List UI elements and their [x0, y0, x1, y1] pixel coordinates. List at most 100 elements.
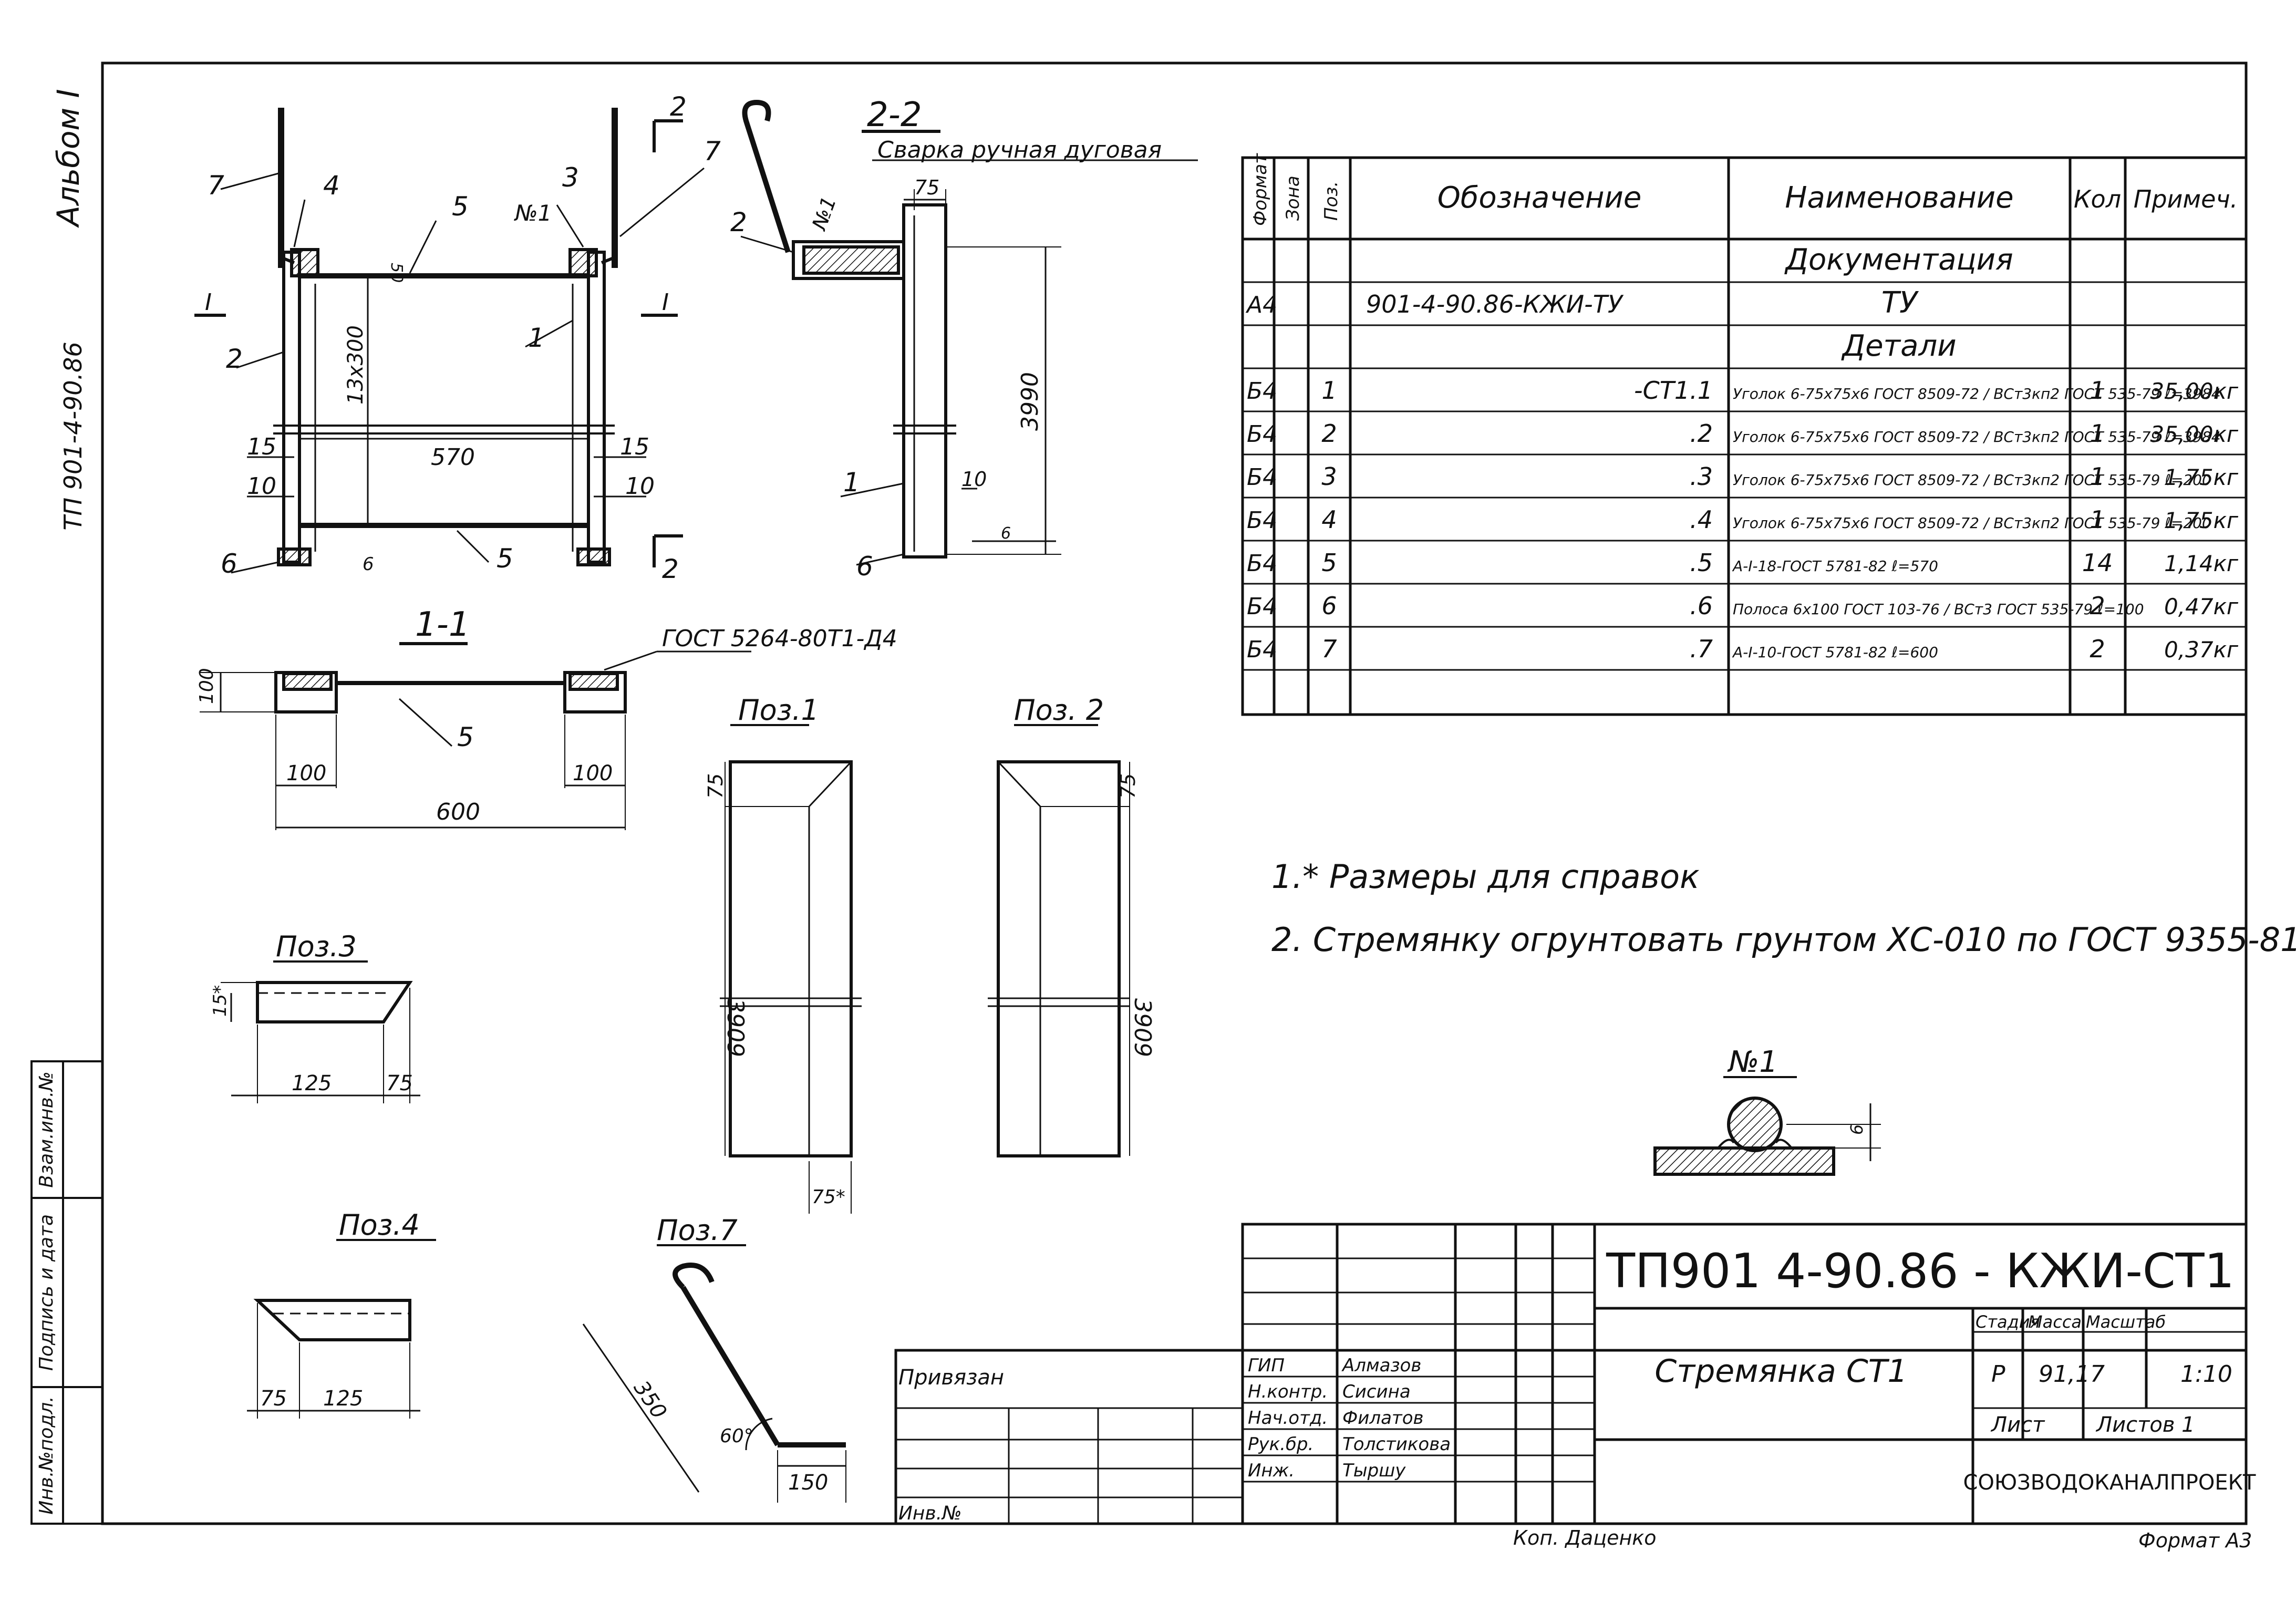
- spec-cell-name: Уголок 6-75х75х6 ГОСТ 8509-72 / ВСт3кп2 …: [1733, 514, 2211, 532]
- spec-cell-des: .3: [1690, 462, 1713, 491]
- side-stamp: [30, 1060, 104, 1525]
- title-scale: 1:10: [2180, 1361, 2232, 1388]
- note-1: 1.* Размеры для справок: [1271, 857, 1700, 896]
- spec-cell-note: 1,75кг: [2164, 508, 2239, 533]
- spec-cell-pos: 6: [1321, 592, 1337, 620]
- title-organization: СОЮЗВОДОКАНАЛПРОЕКТ: [1963, 1471, 2257, 1495]
- spec-cell-qty: 2: [2090, 635, 2105, 663]
- pos4-dim-75: 75: [260, 1387, 287, 1411]
- main-dim-15b: 15: [620, 433, 649, 460]
- spec-cell-qty: 1: [2090, 505, 2105, 534]
- section-2-2-label6: 6: [856, 551, 873, 582]
- role-title: Нач.отд.: [1248, 1408, 1328, 1429]
- spec-cell-name: Уголок 6-75х75х6 ГОСТ 8509-72 / ВСт3кп2 …: [1733, 471, 2211, 489]
- pos7-dim-60: 60°: [720, 1425, 753, 1447]
- section-1-1-dim-600: 600: [436, 799, 480, 825]
- weld-detail: [1653, 1076, 1881, 1176]
- side-stamp-inv: Инв.№подл.: [36, 1396, 57, 1514]
- pos2-dim-3909: 3909: [1129, 998, 1156, 1057]
- spec-cell-fmt: Б4: [1247, 464, 1277, 491]
- section-1-1-dim-h100: 100: [196, 668, 218, 704]
- spec-header-note: Примеч.: [2134, 185, 2238, 213]
- section-1-1-dim-right100: 100: [573, 761, 613, 785]
- spec-cell-fmt: Б4: [1247, 421, 1277, 448]
- role-title: Инж.: [1248, 1460, 1295, 1481]
- title-inv-label: Инв.№: [898, 1503, 962, 1524]
- section-1-1-label5: 5: [457, 722, 474, 752]
- main-pos-7b: 7: [704, 136, 721, 167]
- main-pos-7a: 7: [208, 170, 224, 201]
- section-1-1-dim-left100: 100: [286, 761, 326, 785]
- side-project-code: ТП 901-4-90.86: [59, 342, 87, 530]
- spec-header-name: Наименование: [1785, 181, 2013, 215]
- main-pos-1: 1: [528, 323, 545, 353]
- spec-header-format: Формат: [1250, 153, 1271, 226]
- pos1-title: Поз.1: [738, 694, 819, 727]
- weld-detail-title: №1: [1727, 1045, 1778, 1079]
- role-title: Н.контр.: [1248, 1381, 1328, 1402]
- side-stamp-replace: Взам.инв.№: [36, 1071, 57, 1188]
- pos7-title: Поз.7: [657, 1214, 738, 1247]
- title-doc-code: ТП901 4-90.86 - КЖИ-СТ1: [1606, 1244, 2235, 1299]
- spec-cell-des: .4: [1690, 505, 1713, 534]
- album-label: Альбом I: [50, 89, 86, 228]
- spec-header-zone: Зона: [1283, 175, 1304, 221]
- pos3-dim-15: 15*: [210, 985, 231, 1017]
- spec-cell-qty: 1: [2090, 376, 2105, 405]
- section-1-1-gost: ГОСТ 5264-80Т1-Д4: [662, 625, 897, 652]
- spec-cell-pos: 1: [1321, 376, 1337, 405]
- main-dim-pitch: 13x300: [344, 325, 368, 405]
- spec-table-grid: [1241, 156, 2248, 716]
- title-sheets-label: Листов 1: [2095, 1413, 2195, 1437]
- spec-cell-des: .7: [1690, 635, 1713, 663]
- note-2: 2. Стремянку огрунтовать грунтом ХС-010 …: [1271, 921, 2296, 959]
- main-section-1-left: I: [205, 289, 212, 316]
- section-2-2-dim-3990: 3990: [1017, 372, 1043, 431]
- section-1-1: [200, 642, 751, 830]
- role-title: ГИП: [1248, 1355, 1285, 1376]
- spec-cell-des: .2: [1690, 419, 1713, 448]
- spec-header-qty: Кол: [2074, 185, 2121, 213]
- spec-cell-des: .6: [1690, 592, 1713, 620]
- role-name: Филатов: [1342, 1408, 1424, 1429]
- spec-cell-fmt: Б4: [1247, 378, 1277, 405]
- spec-cell-name: Уголок 6-75х75х6 ГОСТ 8509-72 / ВСт3кп2 …: [1733, 428, 2221, 446]
- spec-cell-name: Документация: [1784, 243, 2013, 277]
- title-scale-label: Масштаб: [2086, 1312, 2166, 1332]
- spec-cell-pos: 2: [1321, 419, 1337, 448]
- pos3-title: Поз.3: [276, 930, 357, 963]
- ladder-main-view: [194, 108, 705, 574]
- spec-cell-name: А-I-10-ГОСТ 5781-82 ℓ=600: [1732, 644, 1938, 661]
- spec-cell-qty: 1: [2090, 462, 2105, 491]
- pos1-dim-75s: 75*: [812, 1186, 845, 1208]
- main-dim-6: 6: [363, 554, 374, 575]
- spec-cell-pos: 3: [1321, 462, 1337, 491]
- section-2-2-label2: 2: [730, 207, 747, 237]
- title-sheet-label: Лист: [1990, 1413, 2045, 1437]
- spec-cell-note: 35,00кг: [2150, 378, 2239, 404]
- main-dim-10b: 10: [625, 473, 655, 500]
- main-pos-2: 2: [226, 344, 243, 374]
- main-dim-50: 50: [387, 263, 406, 283]
- pos3-dim-125: 125: [292, 1071, 332, 1095]
- title-mass: 91,17: [2039, 1361, 2105, 1388]
- part-pos-4: [247, 1239, 436, 1419]
- part-pos-3: [221, 960, 420, 1103]
- pos1-dim-75: 75: [704, 773, 727, 799]
- main-pos-3: 3: [562, 162, 579, 193]
- main-section-2-top: 2: [670, 91, 687, 122]
- pos3-dim-75: 75: [386, 1071, 413, 1095]
- pos4-title: Поз.4: [339, 1208, 420, 1242]
- section-2-2-label1: 1: [843, 467, 860, 498]
- spec-cell-des: .5: [1690, 549, 1713, 577]
- main-section-2-bottom: 2: [662, 554, 679, 584]
- spec-cell-qty: 14: [2082, 549, 2113, 577]
- spec-cell-note: 0,47кг: [2164, 594, 2239, 619]
- weld-detail-dim: 6: [1847, 1124, 1867, 1135]
- title-block-grid: [894, 1223, 2248, 1525]
- spec-cell-fmt: А4: [1245, 292, 1277, 318]
- main-section-1-right: I: [662, 289, 669, 316]
- spec-cell-pos: 4: [1321, 505, 1337, 534]
- role-title: Рук.бр.: [1248, 1434, 1314, 1455]
